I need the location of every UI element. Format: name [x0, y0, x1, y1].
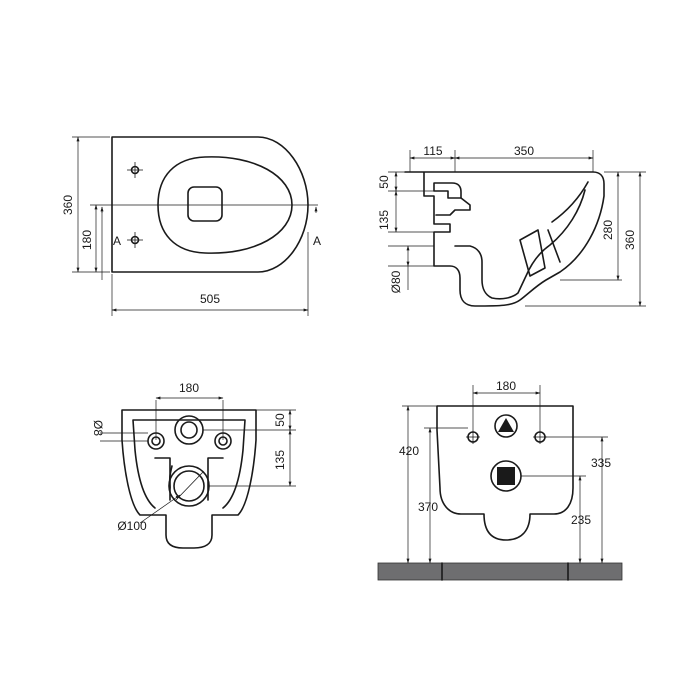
rear-small-hole-label: Ø8 [91, 420, 105, 436]
rear-view-inner-outline [132, 419, 246, 509]
top-view-hinge-square [187, 186, 223, 222]
front-view-floor [377, 562, 623, 581]
rear-view-outer-outline [121, 409, 257, 549]
section-label-right: A [313, 234, 321, 248]
side-view: 115 350 50 135 Ø80 280 360 [377, 144, 646, 307]
rear-spacing-label: 180 [179, 381, 199, 395]
front-view-inlet-marker [494, 414, 518, 438]
side-outlet-label: Ø80 [389, 270, 403, 293]
top-view-fixing-hole-top [127, 162, 143, 178]
front-rim-label: 420 [399, 444, 419, 458]
top-view-fixing-hole-bottom [127, 232, 143, 248]
top-width-label: 505 [200, 292, 220, 306]
top-view: A A 360 180 505 [61, 136, 321, 316]
rear-outlet-height-label: 135 [273, 450, 287, 470]
front-bolt-label: 370 [418, 500, 438, 514]
front-view-outline [436, 405, 574, 541]
rear-view: 180 Ø8 50 135 Ø100 [91, 381, 296, 549]
side-view-inner-bowl [454, 189, 586, 300]
side-view-inlet [433, 182, 462, 199]
side-height-inner-label: 280 [601, 220, 615, 240]
side-view-outer-profile [404, 171, 605, 307]
front-fixing-label: 335 [591, 456, 611, 470]
side-height-outer-label: 360 [623, 230, 637, 250]
section-label-left: A [113, 234, 121, 248]
front-view: 180 420 370 335 235 [377, 379, 623, 581]
front-view-bolt-right [533, 430, 547, 444]
side-bowl-label: 350 [514, 144, 534, 158]
top-depth-label: 360 [61, 195, 75, 215]
side-inlet-label: 135 [377, 210, 391, 230]
front-outlet-label: 235 [571, 513, 591, 527]
rear-top-offset-label: 50 [273, 413, 287, 427]
side-top-offset-label: 50 [377, 175, 391, 189]
side-rear-label: 115 [423, 144, 442, 158]
top-half-label: 180 [80, 230, 94, 250]
rear-outlet-diameter-label: Ø100 [117, 519, 147, 533]
top-view-bowl [157, 156, 293, 254]
front-spacing-label: 180 [496, 379, 516, 393]
front-view-bolt-left [466, 430, 480, 444]
